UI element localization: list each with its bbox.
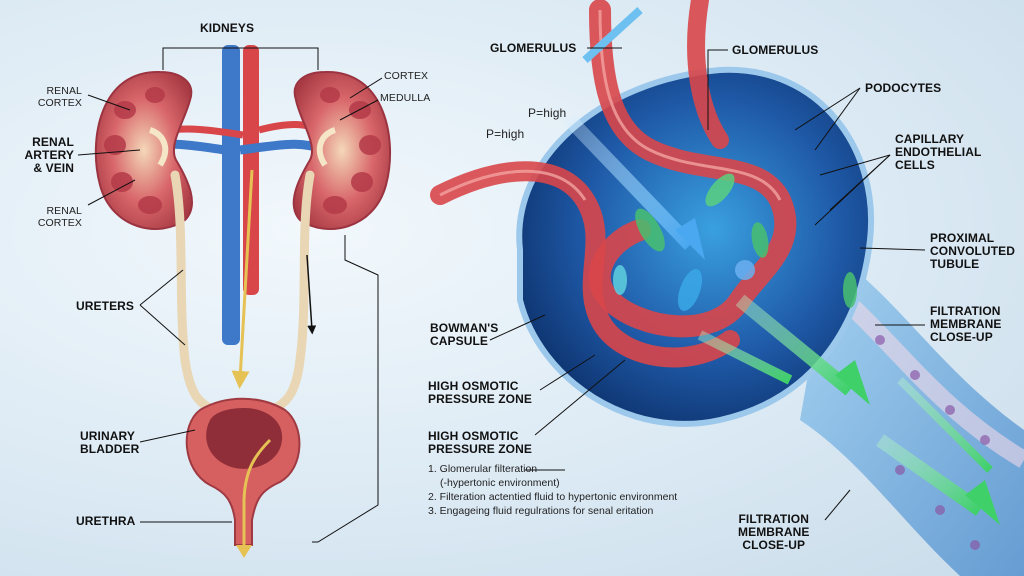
note-1: 1. Glomerular filteration [428,463,538,475]
flow-arrow-blue-1 [564,115,696,250]
flow-arrow-blue-2 [582,7,643,63]
label-medulla: MEDULLA [380,92,431,104]
label-kidneys: KIDNEYS [200,21,255,35]
capillary-highlight [439,9,782,201]
flow-arrow-green-1 [735,294,855,396]
left-kidney [94,70,193,230]
note-1-sub: (-hypertonic environment) [440,477,560,489]
left-ureter [170,170,220,415]
label-filtration-membrane-bottom: FILTRATION MEMBRANE CLOSE-UP [738,512,810,552]
label-p-high-2: P=high [486,127,525,141]
cells [613,173,857,311]
label-filtration-membrane-top: FILTRATION MEMBRANE CLOSE-UP [930,304,1002,344]
flow-arrow-green-2 [697,330,793,385]
label-renal-artery-vein: RENAL ARTERY & VEIN [24,135,74,175]
label-cortex: CORTEX [384,70,429,82]
flow-arrow-green-3 [875,434,985,516]
label-high-osmotic-zone-2: HIGH OSMOTIC PRESSURE ZONE [428,429,532,456]
vena-cava [222,45,240,345]
label-renal-cortex-top: RENAL CORTEX [37,85,82,109]
label-proximal-convoluted-tubule: PROXIMAL CONVOLUTED TUBULE [930,231,1015,271]
label-high-osmotic-zone-1: HIGH OSMOTIC PRESSURE ZONE [428,379,532,406]
urinary-bladder [185,397,301,558]
label-urethra: URETHRA [76,514,136,528]
label-glomerulus-right: GLOMERULUS [732,43,819,57]
flow-arrow-yellow-1 [231,169,254,389]
right-ureter [265,170,315,415]
label-podocytes: PODOCYTES [865,81,942,95]
label-urinary-bladder: URINARY BLADDER [80,429,140,456]
label-glomerulus-left: GLOMERULUS [490,41,577,55]
label-bowmans-capsule: BOWMAN'S CAPSULE [430,321,499,348]
note-3: 3. Engageing fluid regulrations for sena… [428,505,654,517]
label-p-high-1: P=high [528,106,567,120]
flow-arrow-black [306,254,317,335]
label-ureters: URETERS [76,299,135,313]
label-capillary-endothelial-cells: CAPILLARY ENDOTHELIAL CELLS [895,132,982,172]
label-renal-cortex-bottom: RENAL CORTEX [37,205,82,229]
right-kidney [292,70,392,230]
note-2: 2. Filteration actentied fluid to hypert… [428,491,678,503]
flow-arrow-green-4 [897,377,993,473]
